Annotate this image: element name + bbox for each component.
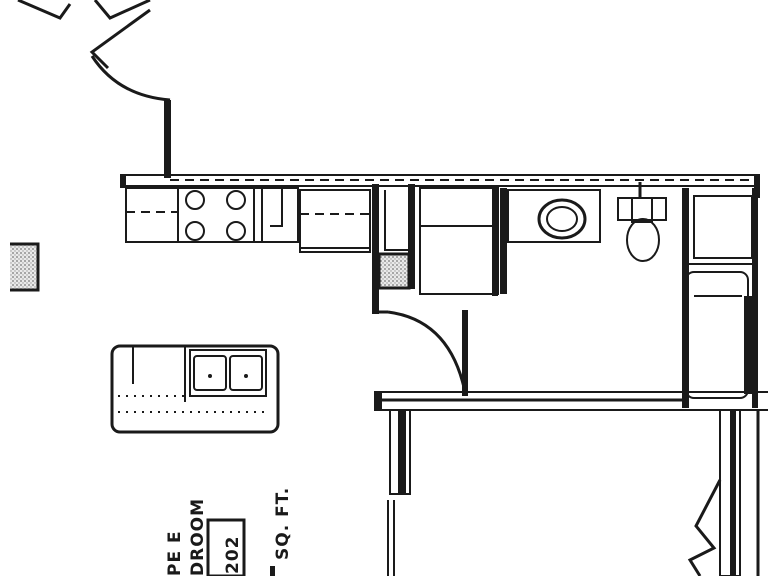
unit-number: 202 — [223, 536, 243, 575]
area-label: SQ. FT. — [273, 487, 293, 560]
bathroom-vanity — [500, 188, 601, 294]
bathroom-door — [387, 310, 468, 396]
entry-door — [17, 0, 171, 178]
refrigerator — [261, 188, 283, 242]
laundry-closet — [419, 187, 499, 296]
kitchen-island — [110, 344, 280, 434]
toilet-icon — [617, 182, 667, 262]
interior-wall-horizontal — [374, 391, 768, 411]
bedroom-label: DROOM — [188, 498, 208, 576]
pantry-cabinet — [299, 189, 371, 253]
kitchen-counter — [125, 187, 299, 243]
exterior-wall-top — [120, 174, 760, 198]
double-sink-icon — [189, 349, 267, 397]
interior-wall-column — [372, 184, 415, 314]
left-wall-column — [0, 240, 40, 294]
plan-label-block: PE E DROOM 202 SQ. FT. — [165, 487, 293, 576]
sink-icon — [537, 198, 587, 240]
unit-type-label: PE E — [165, 530, 185, 576]
cooktop-icon — [185, 190, 246, 241]
lower-partition-walls — [387, 409, 760, 576]
bathtub — [682, 188, 758, 408]
